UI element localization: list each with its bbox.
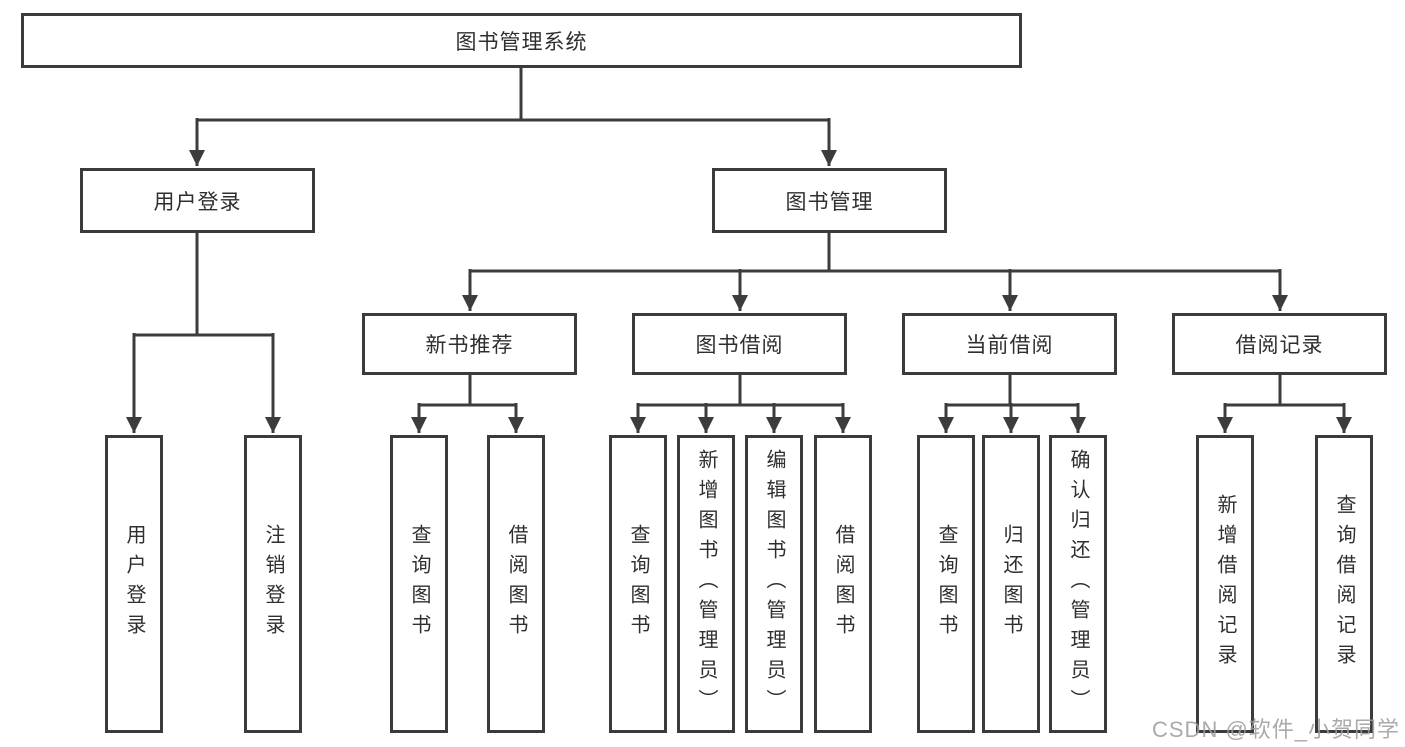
leaf-return-books: 归还图书 [982,435,1040,733]
leaf-label: 查询借阅记录 [1333,494,1355,674]
node-new-book-recommendation: 新书推荐 [362,313,577,375]
leaf-edit-books-admin: 编辑图书（管理员） [745,435,803,733]
node-label: 用户登录 [153,190,242,214]
leaf-label: 归还图书 [1000,524,1022,644]
node-book-borrowing: 图书借阅 [632,313,847,375]
leaf-confirm-return-admin: 确认归还（管理员） [1049,435,1107,733]
node-label: 借阅记录 [1235,334,1324,357]
csdn-watermark: CSDN @软件_小贺同学 [1152,717,1401,742]
leaf-label: 确认归还（管理员） [1067,449,1089,719]
node-user-login: 用户登录 [80,168,315,233]
leaf-query-books-recommend: 查询图书 [390,435,448,733]
leaf-user-login: 用户登录 [105,435,163,733]
node-label: 图书管理 [785,190,874,214]
leaf-label: 编辑图书（管理员） [763,449,785,719]
leaf-label: 新增图书（管理员） [695,449,717,719]
node-book-management: 图书管理 [712,168,947,233]
leaf-label: 注销登录 [262,524,284,644]
node-library-management-system: 图书管理系统 [21,13,1022,68]
leaf-label: 借阅图书 [832,524,854,644]
node-label: 图书管理系统 [455,30,588,54]
leaf-borrow-books: 借阅图书 [814,435,872,733]
leaf-borrow-books-recommend: 借阅图书 [487,435,545,733]
leaf-add-borrow-record: 新增借阅记录 [1196,435,1254,733]
leaf-label: 查询图书 [935,524,957,644]
leaf-label: 查询图书 [627,524,649,644]
node-label: 当前借阅 [965,334,1054,357]
node-borrowing-records: 借阅记录 [1172,313,1387,375]
leaf-label: 借阅图书 [505,524,527,644]
leaf-logout-login: 注销登录 [244,435,302,733]
node-current-borrowing: 当前借阅 [902,313,1117,375]
leaf-label: 查询图书 [408,524,430,644]
leaf-add-books-admin: 新增图书（管理员） [677,435,735,733]
leaf-query-borrow-record: 查询借阅记录 [1315,435,1373,733]
leaf-label: 新增借阅记录 [1214,494,1236,674]
leaf-query-books-borrowing: 查询图书 [609,435,667,733]
leaf-query-books-current: 查询图书 [917,435,975,733]
node-label: 新书推荐 [425,334,514,357]
leaf-label: 用户登录 [123,524,145,644]
node-label: 图书借阅 [695,334,784,357]
